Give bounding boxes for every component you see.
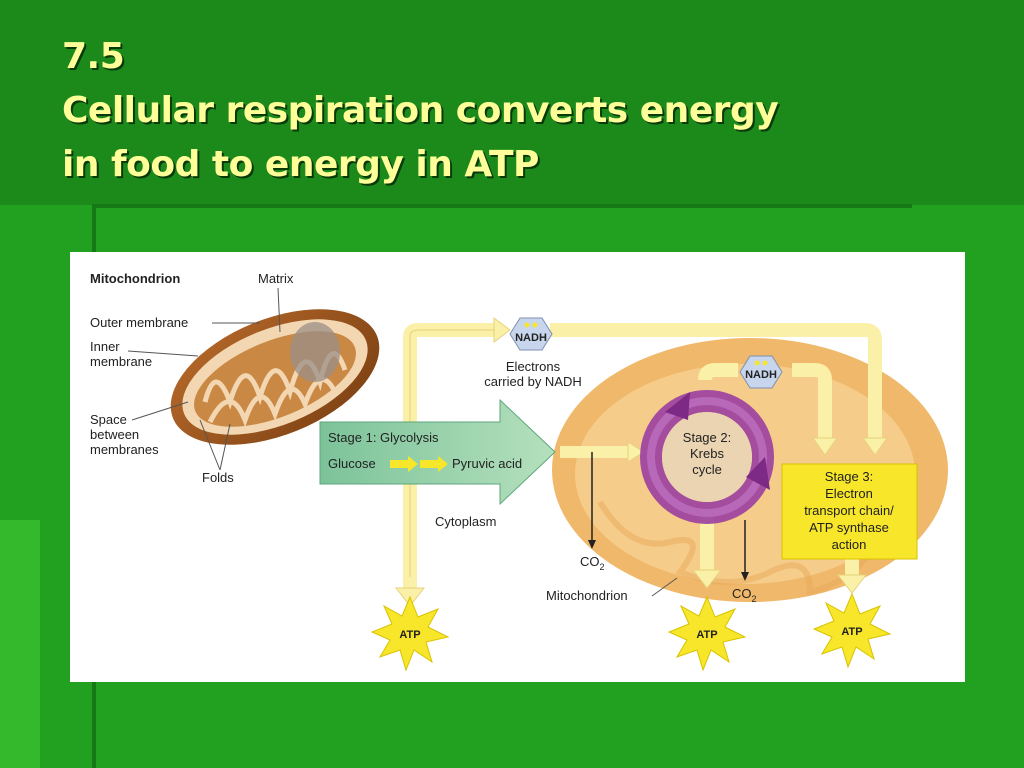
stage2-label-3: cycle	[692, 462, 722, 477]
nadh-label-1: NADH	[515, 332, 547, 344]
stage3-label-1: Stage 3:	[825, 469, 873, 484]
co2-arrowhead-1	[588, 540, 596, 549]
slide-title-line-2: in food to energy in ATP	[62, 144, 539, 185]
folds-leader-line-1	[199, 419, 221, 471]
space-label-1: Space	[90, 412, 127, 427]
atp-star-2: ATP	[667, 595, 747, 672]
krebs-cycle: Stage 2: Krebs cycle	[640, 390, 774, 524]
stage1-glycolysis-arrow: Stage 1: Glycolysis Glucose Pyruvic acid	[319, 398, 556, 506]
nadh-badge-1: NADH	[509, 317, 553, 351]
matrix-label: Matrix	[258, 271, 294, 286]
co2-label-1: CO2	[580, 554, 605, 572]
nadh-badge-2: NADH	[739, 355, 783, 389]
electrons-label-2: carried by NADH	[484, 374, 582, 389]
atp-label-1: ATP	[399, 629, 420, 641]
stage3-label-3: transport chain/	[804, 503, 894, 518]
mitochondrion-illustration	[170, 309, 380, 445]
outer-membrane-label: Outer membrane	[90, 315, 188, 330]
space-label-2: between	[90, 427, 139, 442]
mitochondrion-title-label: Mitochondrion	[90, 271, 180, 286]
stage3-box: Stage 3: Electron transport chain/ ATP s…	[781, 463, 918, 560]
stage2-label-2: Krebs	[690, 446, 724, 461]
slide-divider-horizontal	[92, 204, 912, 208]
slide-background-stripe	[0, 520, 40, 768]
atp-label-2: ATP	[696, 629, 717, 641]
atp-label-3: ATP	[841, 626, 862, 638]
cytoplasm-label: Cytoplasm	[435, 514, 496, 529]
co2-label-2: CO2	[732, 586, 757, 604]
folds-leader-line-2	[219, 423, 231, 471]
space-label-3: membranes	[90, 442, 159, 457]
stage3-label-2: Electron	[825, 486, 873, 501]
atp-star-1: ATP	[370, 595, 450, 672]
krebs-arrowhead-2	[746, 457, 770, 490]
slide-title-line-1: Cellular respiration converts energy	[62, 90, 779, 131]
mitochondrion-bottom-label: Mitochondrion	[546, 588, 628, 603]
glucose-arrow-2	[420, 456, 448, 472]
diagram-canvas: Mitochondrion Matrix Outer membrane Inne…	[90, 271, 948, 672]
mitochondrion-cristae	[597, 500, 873, 596]
glucose-label: Glucose	[328, 456, 376, 471]
stage2-label-1: Stage 2:	[683, 430, 731, 445]
nadh-label-2: NADH	[745, 369, 777, 381]
co2-arrowhead-2	[741, 572, 749, 581]
pyruvic-acid-label: Pyruvic acid	[452, 456, 522, 471]
space-leader-line	[131, 401, 189, 421]
electron-arrows	[394, 317, 888, 607]
inner-membrane-leader-line	[127, 350, 199, 357]
stage1-title: Stage 1: Glycolysis	[328, 430, 439, 445]
inner-membrane-label-1: Inner	[90, 339, 120, 354]
electrons-label-1: Electrons	[506, 359, 561, 374]
glucose-arrow-1	[390, 456, 418, 472]
matrix-leader-line	[277, 287, 281, 333]
inner-membrane-label-2: membrane	[90, 354, 152, 369]
slide-title: 7.5 Cellular respiration converts energy…	[62, 30, 1002, 192]
stage3-label-5: action	[832, 537, 867, 552]
atp-star-3: ATP	[812, 592, 892, 669]
respiration-diagram: Mitochondrion Matrix Outer membrane Inne…	[70, 252, 965, 682]
mitochondrion-leader-line	[651, 577, 678, 597]
stage3-label-4: ATP synthase	[809, 520, 889, 535]
slide-number: 7.5	[62, 36, 125, 77]
folds-label: Folds	[202, 470, 234, 485]
krebs-arrowhead-1	[665, 392, 690, 420]
